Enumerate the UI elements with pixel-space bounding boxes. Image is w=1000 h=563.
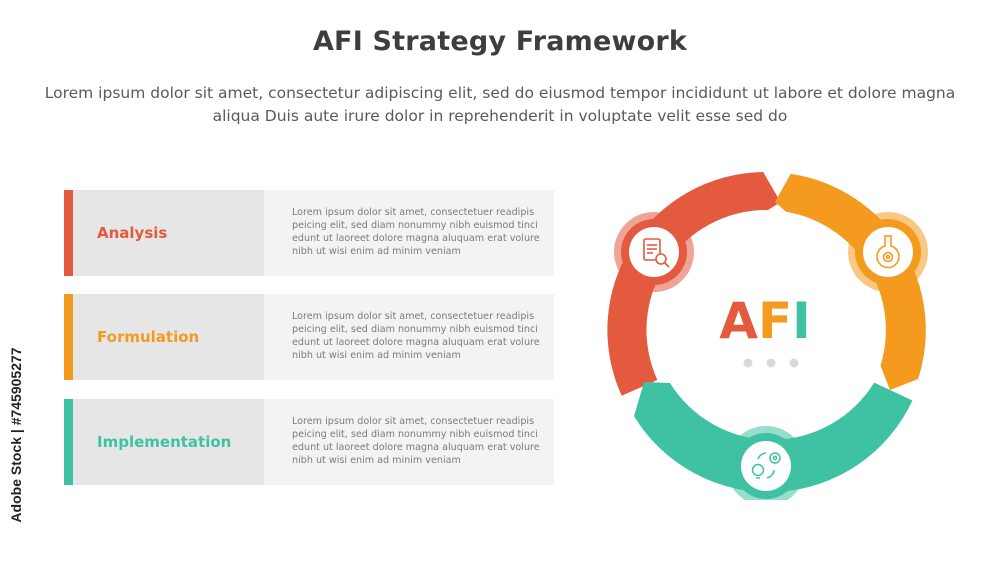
item-label: Formulation [97, 328, 200, 346]
idea-gear-cycle-icon [751, 452, 781, 479]
flask-gear-icon [876, 235, 900, 269]
badge-formulation [848, 212, 928, 292]
center-title: AFI [719, 292, 810, 350]
item-description: Lorem ipsum dolor sit amet, consectetuer… [292, 311, 540, 361]
badge-implementation [726, 426, 806, 500]
page-subtitle: Lorem ipsum dolor sit amet, consectetur … [44, 84, 956, 125]
stock-watermark: Adobe Stock | #745905277 [8, 320, 24, 550]
dot [789, 358, 799, 368]
label-box [73, 399, 264, 485]
list-item-implementation: Implementation Lorem ipsum dolor sit ame… [64, 399, 554, 485]
ring-segment-implementation [634, 382, 913, 493]
accent-bar [64, 294, 73, 380]
item-description: Lorem ipsum dolor sit amet, consectetuer… [292, 416, 540, 466]
label-box [73, 294, 264, 380]
badge-analysis [614, 212, 694, 292]
watermark-text: Adobe Stock | #745905277 [8, 347, 24, 523]
dot [766, 358, 776, 368]
cycle-diagram: AFI [607, 172, 928, 500]
page-title: AFI Strategy Framework [312, 26, 688, 57]
center-letter-a: A [719, 292, 758, 350]
dot [743, 358, 753, 368]
center-letter-f: F [758, 292, 792, 350]
label-box [73, 190, 264, 276]
item-label: Implementation [97, 433, 232, 451]
list-item-formulation: Formulation Lorem ipsum dolor sit amet, … [64, 294, 554, 380]
center-letter-i: I [792, 292, 811, 350]
list-item-analysis: Analysis Lorem ipsum dolor sit amet, con… [64, 190, 554, 276]
accent-bar [64, 190, 73, 276]
accent-bar [64, 399, 73, 485]
item-label: Analysis [97, 224, 168, 242]
document-search-icon [643, 238, 670, 268]
item-description: Lorem ipsum dolor sit amet, consectetuer… [292, 207, 540, 257]
